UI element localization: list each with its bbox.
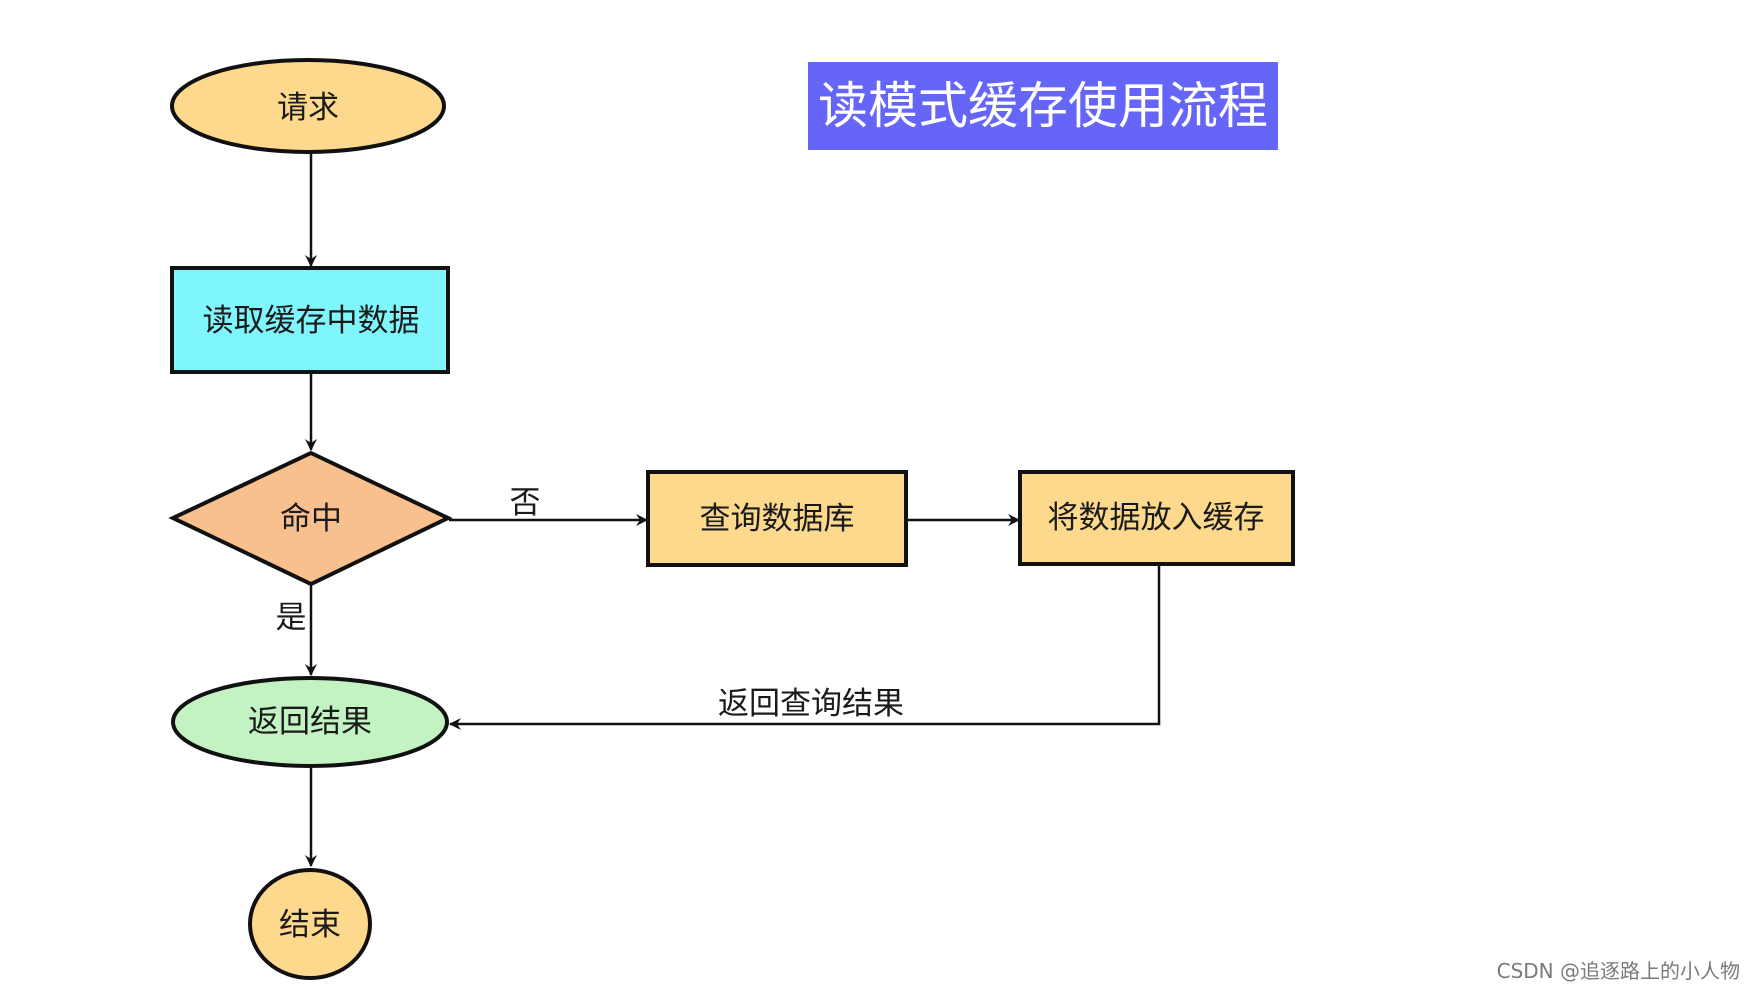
node-read-cache-label: 读取缓存中数据	[203, 303, 420, 339]
terminal-shape	[171, 676, 449, 768]
node-request: 请求	[170, 58, 446, 154]
title-background	[808, 62, 1278, 150]
node-query-db: 查询数据库	[646, 470, 908, 567]
terminal-shape	[170, 58, 446, 154]
process-shape	[170, 266, 450, 374]
node-hit-label: 命中	[280, 501, 342, 537]
node-put-cache-label: 将数据放入缓存	[1048, 500, 1265, 536]
edge-label-yes: 是	[276, 600, 307, 636]
title-text: 读模式缓存使用流程	[818, 77, 1268, 135]
node-read-cache: 读取缓存中数据	[170, 266, 450, 374]
decision-shape	[168, 450, 453, 587]
node-return-result: 返回结果	[171, 676, 449, 768]
node-return-result-label: 返回结果	[248, 704, 372, 740]
edge-label-return-query-result: 返回查询结果	[718, 686, 904, 722]
node-end-label: 结束	[279, 907, 341, 943]
source-watermark: CSDN @追逐路上的小人物	[1496, 959, 1740, 983]
node-end: 结束	[248, 868, 372, 980]
edge-label-no: 否	[510, 485, 541, 521]
node-request-label: 请求	[277, 90, 339, 126]
diagram-title: 读模式缓存使用流程	[808, 62, 1278, 150]
edge-put-cache-to-return-result	[449, 564, 1161, 730]
node-query-db-label: 查询数据库	[700, 501, 855, 537]
process-shape	[1018, 470, 1295, 566]
node-hit: 命中	[168, 450, 453, 587]
node-put-cache: 将数据放入缓存	[1018, 470, 1295, 566]
edges	[305, 153, 1161, 867]
process-shape	[646, 470, 908, 567]
terminal-shape	[248, 868, 372, 980]
